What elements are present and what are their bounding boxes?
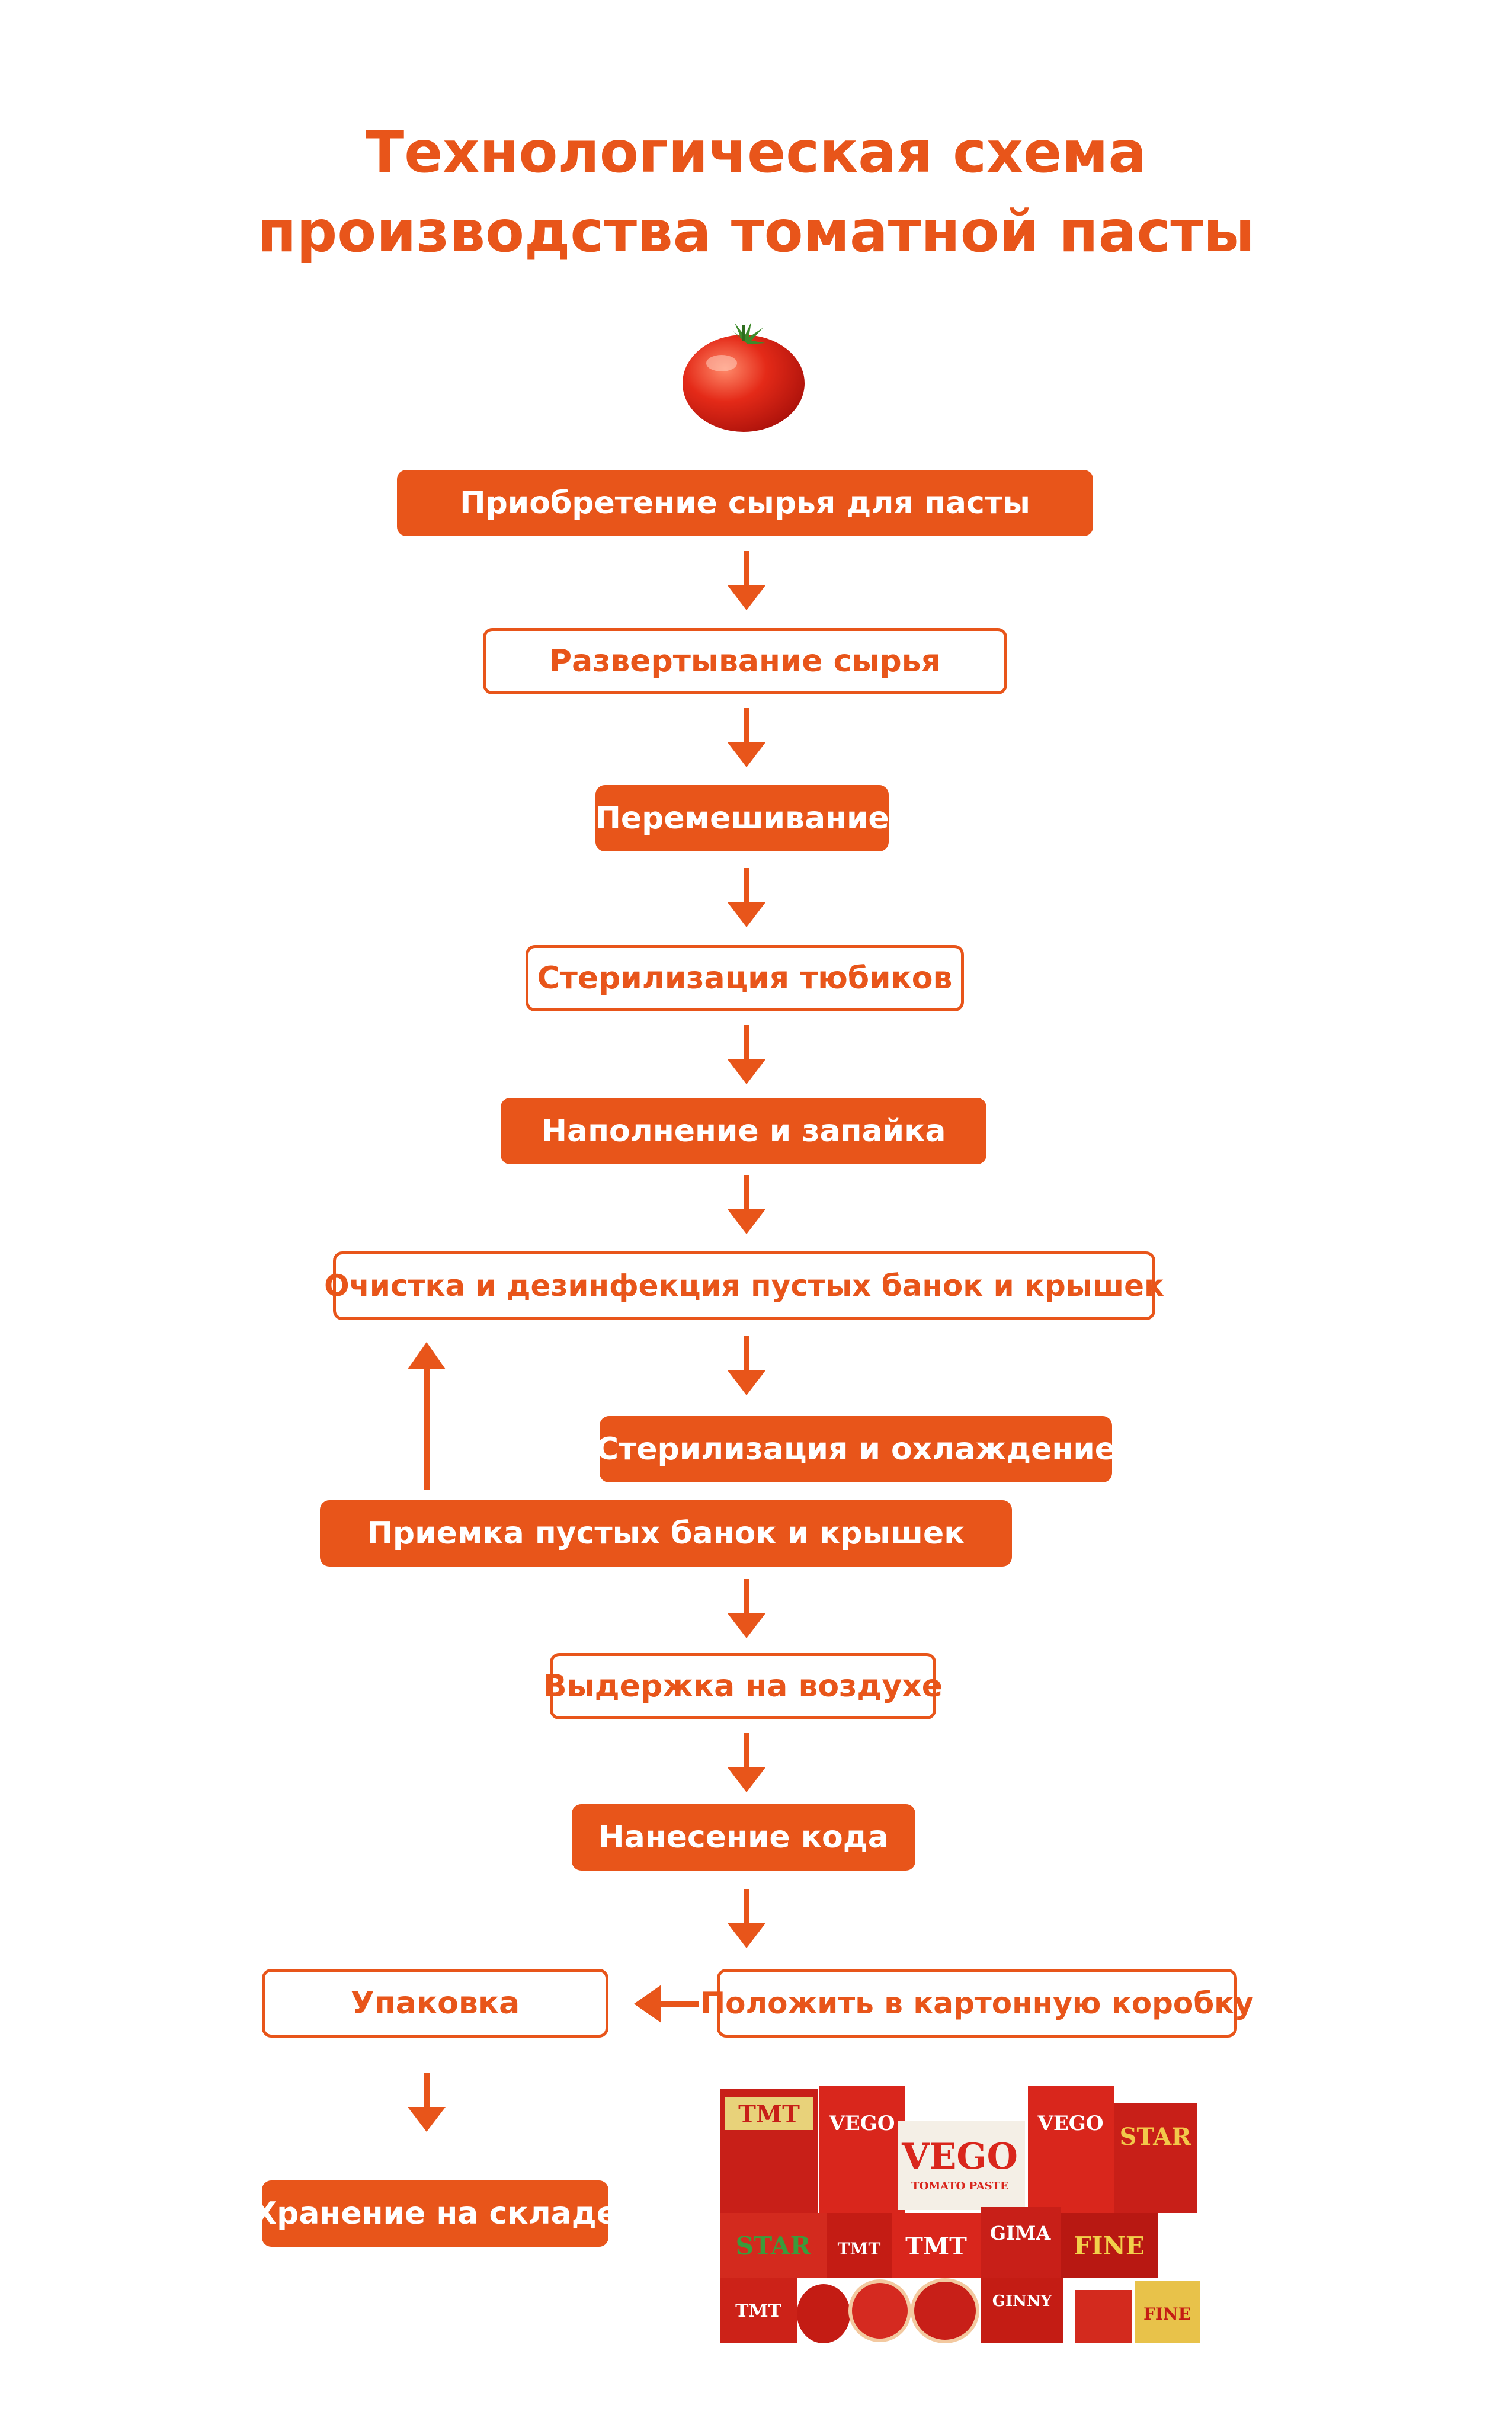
svg-text:VEGO: VEGO <box>1037 2112 1104 2135</box>
arrow-down-icon <box>726 1025 767 1084</box>
tomato-icon <box>683 322 805 432</box>
svg-text:FINE: FINE <box>1074 2231 1145 2260</box>
svg-text:STAR: STAR <box>1120 2123 1192 2151</box>
svg-text:TMT: TMT <box>738 2100 800 2128</box>
step-packing: Упаковка <box>262 1969 608 2038</box>
svg-text:TOMATO PASTE: TOMATO PASTE <box>911 2180 1008 2192</box>
step-cleaning: Очистка и дезинфекция пустых банок и кры… <box>324 1251 1164 1320</box>
arrow-down-icon <box>726 1579 767 1638</box>
svg-text:TMT: TMT <box>838 2239 881 2259</box>
step-carton: Положить в картонную коробку <box>700 1969 1254 2038</box>
step-raw-unfold: Развертывание сырья <box>483 628 1007 694</box>
svg-text:GIMA: GIMA <box>990 2222 1052 2244</box>
svg-text:VEGO: VEGO <box>829 2112 895 2135</box>
arrow-down-icon <box>726 1889 767 1948</box>
arrow-up-icon <box>406 1342 447 1490</box>
step-tube-sterilization: Стерилизация тюбиков <box>526 945 964 1011</box>
step-raw-purchase: Приобретение сырья для пасты <box>397 470 1093 536</box>
title-line-1: Технологическая схема <box>365 119 1147 185</box>
svg-text:GINNY: GINNY <box>992 2292 1052 2310</box>
title-line-2: производства томатной пасты <box>257 198 1255 265</box>
arrow-down-icon <box>726 1733 767 1792</box>
arrow-down-icon <box>726 551 767 610</box>
svg-text:FINE: FINE <box>1143 2304 1191 2324</box>
step-receiving-cans: Приемка пустых банок и крышек <box>320 1500 1012 1567</box>
arrow-down-icon <box>406 2073 447 2132</box>
svg-text:TMT: TMT <box>735 2301 782 2321</box>
tomato-paste-products-image: TMT VEGO VEGO TOMATO PASTE VEGO STAR STA… <box>720 2086 1200 2343</box>
step-filling-sealing: Наполнение и запайка <box>501 1098 986 1164</box>
arrow-down-icon <box>726 1336 767 1395</box>
step-mixing: Перемешивание <box>595 785 889 851</box>
step-sterilization-cooling: Стерилизация и охлаждение <box>596 1416 1116 1482</box>
step-storage: Хранение на складе <box>253 2180 617 2247</box>
page-title: Технологическая схема производства томат… <box>0 113 1512 271</box>
arrow-down-icon <box>726 1175 767 1234</box>
step-coding: Нанесение кода <box>572 1804 915 1871</box>
arrow-down-icon <box>726 868 767 927</box>
svg-text:TMT: TMT <box>905 2233 967 2260</box>
svg-text:STAR: STAR <box>736 2231 812 2260</box>
svg-text:VEGO: VEGO <box>901 2136 1018 2177</box>
step-air-aging: Выдержка на воздухе <box>543 1653 943 1719</box>
arrow-left-icon <box>634 1985 699 2023</box>
arrow-down-icon <box>726 708 767 767</box>
